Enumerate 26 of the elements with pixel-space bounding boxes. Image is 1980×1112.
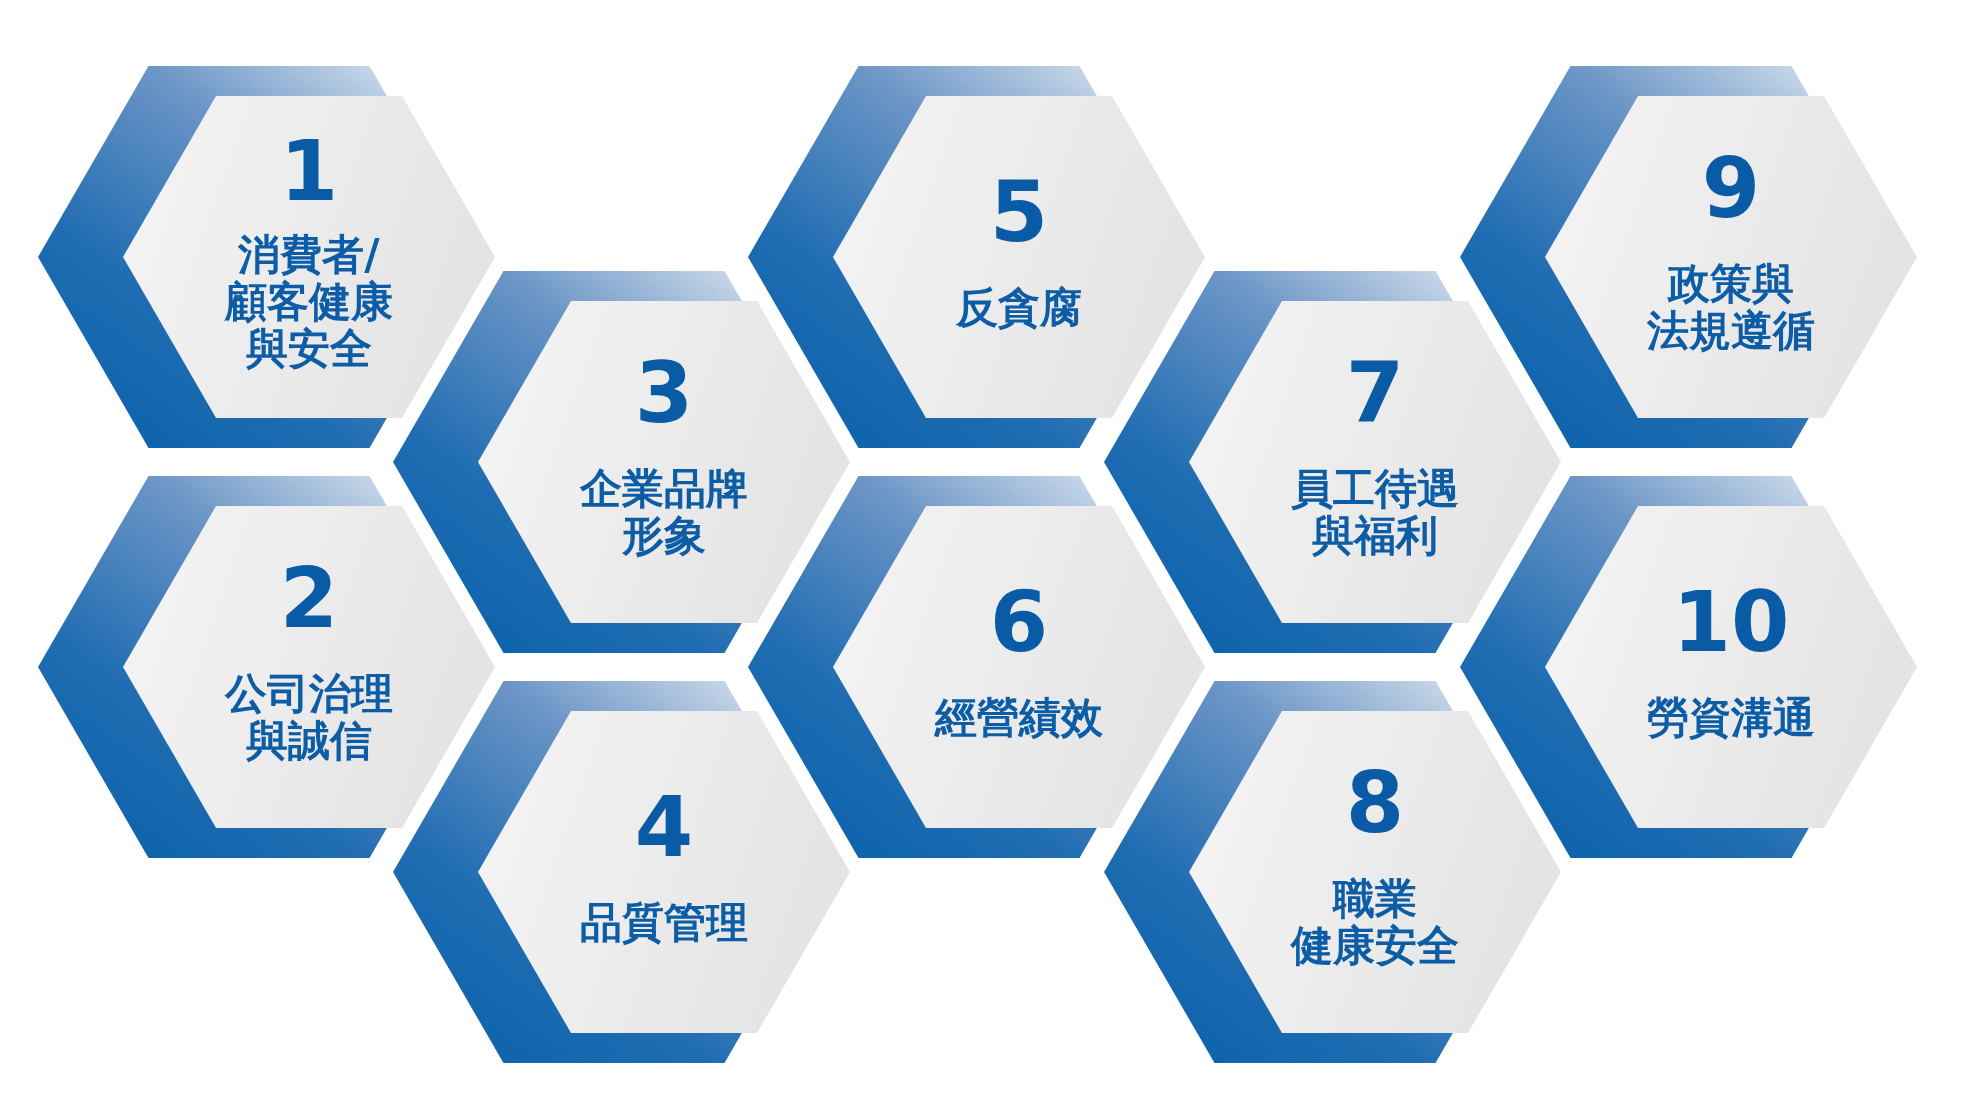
topic-label: 職業健康安全 — [1291, 875, 1459, 969]
number-label: 8 — [1345, 761, 1405, 845]
topic-label: 勞資溝通 — [1647, 693, 1815, 741]
topic-label: 經營績效 — [935, 693, 1103, 741]
topic-label: 公司治理與誠信 — [225, 670, 393, 764]
number-label: 10 — [1672, 579, 1790, 664]
hexagon-tile — [748, 66, 1205, 449]
hexagon-tile — [1460, 476, 1917, 859]
number-label: 5 — [989, 169, 1049, 254]
hexagon-tile — [1104, 681, 1561, 1064]
hexagon-tile — [38, 66, 495, 449]
hexagon-tile — [1460, 66, 1917, 449]
number-label: 2 — [279, 556, 339, 640]
number-label: 1 — [279, 128, 339, 213]
number-label: 6 — [989, 579, 1049, 664]
topic-label: 品質管理 — [580, 898, 748, 946]
topic-label: 員工待遇與福利 — [1291, 465, 1459, 559]
hexagon-tile — [393, 681, 850, 1064]
topic-label: 反貪腐 — [956, 283, 1082, 331]
number-label: 7 — [1345, 351, 1405, 435]
number-label: 4 — [634, 784, 694, 869]
number-label: 3 — [634, 351, 694, 435]
topic-label: 企業品牌形象 — [580, 465, 748, 559]
number-label: 9 — [1701, 146, 1761, 230]
topic-label: 政策與法規遵循 — [1647, 260, 1815, 354]
topic-label: 消費者/顧客健康與安全 — [225, 230, 393, 372]
